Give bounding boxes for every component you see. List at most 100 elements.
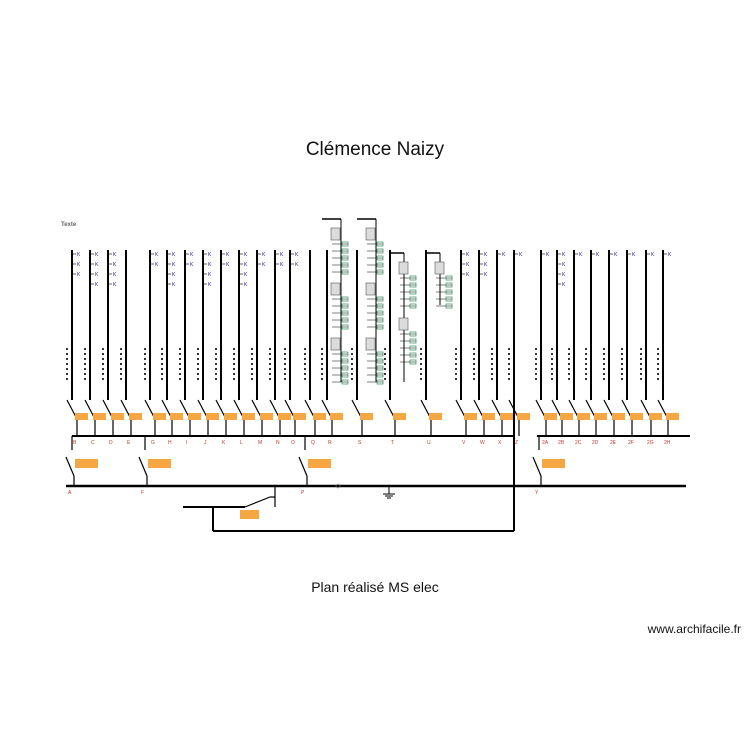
- annotation-mark: [420, 353, 422, 355]
- module-body: [330, 282, 341, 296]
- annotation-mark: [102, 368, 104, 370]
- lighting-module: [365, 227, 384, 275]
- annotation-mark: [351, 348, 353, 350]
- annotation-mark: [120, 348, 122, 350]
- fixture-symbol: [376, 372, 384, 378]
- annotation-mark: [473, 363, 475, 365]
- annotation-mark: [657, 363, 659, 365]
- annotation-mark: [269, 363, 271, 365]
- annotation-mark: [120, 378, 122, 380]
- breaker-rating-label: [313, 413, 326, 420]
- annotation-mark: [551, 373, 553, 375]
- circuit-g: GKK: [144, 250, 166, 446]
- circuit-code: T: [391, 440, 394, 446]
- annotation-mark: [179, 358, 181, 360]
- annotation-mark: [284, 353, 286, 355]
- fixture-symbol: [376, 365, 384, 371]
- annotation-mark: [233, 363, 235, 365]
- circuit-2h: 2HK: [657, 250, 679, 446]
- annotation-mark: [568, 373, 570, 375]
- fixture-symbol: [376, 358, 384, 364]
- annotation-mark: [657, 378, 659, 380]
- annotation-mark: [284, 358, 286, 360]
- annotation-mark: [304, 378, 306, 380]
- annotation-mark: [473, 358, 475, 360]
- annotation-mark: [640, 368, 642, 370]
- annotation-mark: [233, 358, 235, 360]
- annotation-mark: [603, 363, 605, 365]
- fixture-symbol: [376, 241, 384, 247]
- main-breaker-f: F: [138, 436, 171, 496]
- annotation-mark: [233, 373, 235, 375]
- fixture-symbol: [409, 275, 417, 281]
- annotation-mark: [508, 373, 510, 375]
- annotation-mark: [179, 368, 181, 370]
- annotation-mark: [215, 363, 217, 365]
- annotation-mark: [455, 373, 457, 375]
- fixture-symbol: [341, 310, 349, 316]
- fixture-symbol: [341, 324, 349, 330]
- fixture-symbol: [341, 248, 349, 254]
- device-symbol: K: [466, 262, 470, 268]
- annotation-mark: [161, 363, 163, 365]
- annotation-mark: [473, 378, 475, 380]
- fixture-symbol: [341, 372, 349, 378]
- circuit-u: U: [420, 250, 442, 446]
- annotation-mark: [197, 368, 199, 370]
- annotation-mark: [603, 368, 605, 370]
- annotation-mark: [269, 348, 271, 350]
- annotation-mark: [455, 353, 457, 355]
- fixture-symbol: [341, 365, 349, 371]
- device-symbol: K: [244, 282, 248, 288]
- device-symbol: K: [172, 252, 176, 258]
- breaker-rating-label: [93, 413, 106, 420]
- circuit-code: U: [427, 440, 431, 446]
- annotation-mark: [603, 348, 605, 350]
- credit-link[interactable]: www.archifacile.fr: [647, 622, 741, 636]
- circuit-code: Q: [311, 440, 315, 446]
- annotation-mark: [473, 373, 475, 375]
- annotation-mark: [657, 348, 659, 350]
- annotation-mark: [491, 358, 493, 360]
- annotation-mark: [384, 358, 386, 360]
- annotation-mark: [269, 368, 271, 370]
- bus-junction: [335, 483, 341, 489]
- annotation-mark: [66, 348, 68, 350]
- annotation-mark: [384, 353, 386, 355]
- plan-label: Plan réalisé MS elec: [311, 579, 439, 595]
- annotation-mark: [603, 378, 605, 380]
- annotation-mark: [284, 363, 286, 365]
- circuit-code: L: [240, 440, 243, 446]
- annotation-mark: [269, 358, 271, 360]
- annotation-mark: [551, 368, 553, 370]
- device-symbol: K: [172, 262, 176, 268]
- annotation-mark: [251, 353, 253, 355]
- breaker-rating-label: [517, 413, 530, 420]
- annotation-mark: [161, 358, 163, 360]
- annotation-mark: [144, 378, 146, 380]
- annotation-mark: [585, 368, 587, 370]
- breaker-rating-label: [612, 413, 625, 420]
- fixture-symbol: [376, 310, 384, 316]
- fixture-symbol: [445, 303, 453, 309]
- annotation-mark: [284, 378, 286, 380]
- circuit-code: W: [480, 440, 485, 446]
- circuit-code: X: [498, 440, 502, 446]
- annotation-mark: [269, 353, 271, 355]
- annotation-mark: [102, 358, 104, 360]
- annotation-mark: [179, 373, 181, 375]
- fixture-symbol: [341, 269, 349, 275]
- annotation-mark: [657, 358, 659, 360]
- fixture-symbol: [341, 379, 349, 385]
- main-breaker-label: [542, 459, 565, 468]
- annotation-mark: [508, 368, 510, 370]
- annotation-mark: [102, 373, 104, 375]
- annotation-mark: [455, 368, 457, 370]
- annotation-mark: [351, 353, 353, 355]
- fixture-symbol: [409, 345, 417, 351]
- annotation-mark: [321, 378, 323, 380]
